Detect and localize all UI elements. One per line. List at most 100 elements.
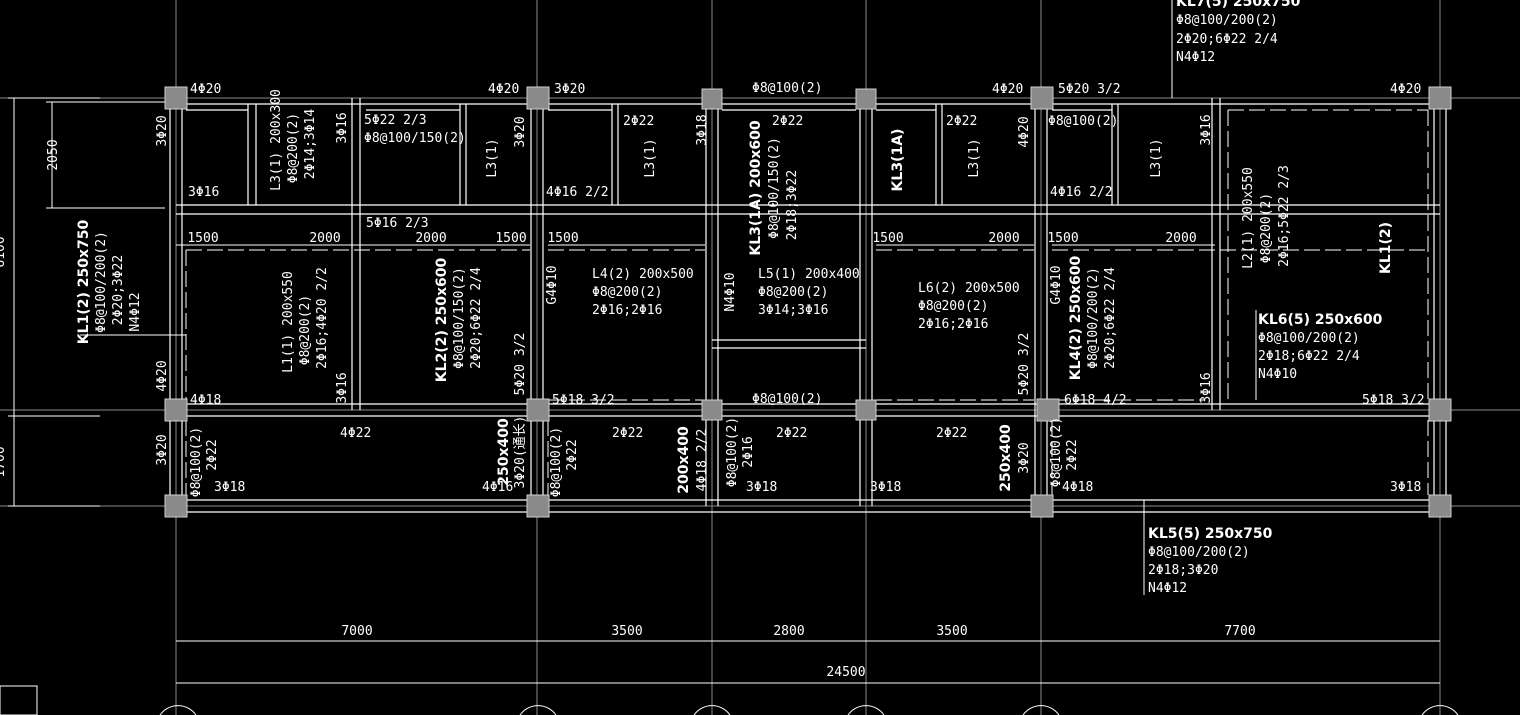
l4-rebar: 2Φ16;2Φ16: [592, 303, 662, 318]
kl1-waist: N4Φ12: [128, 292, 143, 331]
kl1-short-label: KL1(2): [1378, 222, 1394, 274]
rebar-5Φ20-b: 5Φ20 3/2: [1017, 333, 1032, 396]
rebar-4Φ18-b: 4Φ18: [1062, 480, 1093, 495]
l5-rebar: 3Φ14;3Φ16: [758, 303, 828, 318]
kl1-rebar: 2Φ20;3Φ22: [111, 255, 126, 325]
rebar-top-3: 3Φ20: [554, 82, 585, 97]
rebar-top-2: 4Φ20: [488, 82, 519, 97]
l3a-stirrup: Φ8@200(2): [286, 113, 301, 183]
rebar-stirrup-150: Φ8@100/150(2): [364, 131, 466, 146]
beam-250x400-b: 250x400: [998, 424, 1014, 492]
rebar-5Φ16: 5Φ16 2/3: [366, 216, 429, 231]
columns: [164, 86, 1452, 518]
kl6-waist: N4Φ10: [1258, 367, 1297, 382]
kl4-rebar: 2Φ20;6Φ22 2/4: [1103, 267, 1118, 369]
dim-bay-5: 7700: [1224, 624, 1255, 639]
l4-title: L4(2) 200x500: [592, 267, 694, 282]
rebar-3Φ20-b: 3Φ20: [513, 116, 528, 147]
l1-stirrup: Φ8@200(2): [298, 295, 313, 365]
rebar-2Φ16: 2Φ16: [741, 436, 756, 467]
l2-rebar: 2Φ16;5Φ22 2/3: [1277, 165, 1292, 267]
dim-bay-1: 7000: [341, 624, 372, 639]
dim-bay-4: 3500: [936, 624, 967, 639]
rebar-3Φ16-e: 3Φ16: [1199, 372, 1214, 403]
dim-sub-9: 2000: [1165, 231, 1196, 246]
kl5-stirrup: Φ8@100/200(2): [1148, 545, 1250, 560]
kl2-rebar: 2Φ20;6Φ22 2/4: [469, 267, 484, 369]
rebar-4Φ22: 4Φ22: [340, 426, 371, 441]
dim-sub-1: 1500: [187, 231, 218, 246]
rebar-N4Φ10: N4Φ10: [723, 272, 738, 311]
l1-rebar: 2Φ16;4Φ20 2/2: [315, 267, 330, 369]
rebar-2Φ22-d: 2Φ22: [612, 426, 643, 441]
dim-total: 24500: [826, 665, 865, 680]
l2-stirrup: Φ8@200(2): [1259, 193, 1274, 263]
rebar-3Φ16-d: 3Φ16: [335, 372, 350, 403]
rebar-2Φ22-e: 2Φ22: [776, 426, 807, 441]
rebar-top-1: 4Φ20: [190, 82, 221, 97]
dim-sub-4: 1500: [495, 231, 526, 246]
rebar-3Φ18-c: 3Φ18: [870, 480, 901, 495]
kl6-rebar: 2Φ18;6Φ22 2/4: [1258, 349, 1360, 364]
rebar-3Φ20-c: 3Φ20: [1017, 442, 1032, 473]
rebar-4Φ16-b: 4Φ16 2/2: [1050, 185, 1113, 200]
bottom-2Φ22-b: 2Φ22: [565, 439, 580, 470]
rebar-6Φ18: 6Φ18 4/2: [1064, 393, 1127, 408]
rebar-3Φ16-c: 3Φ16: [188, 185, 219, 200]
l3-label-1: L3(1): [485, 138, 500, 177]
bottom-stirrup-c: Φ8@100(2): [725, 417, 740, 487]
dim-sub-5: 1500: [547, 231, 578, 246]
dim-sub-3: 2000: [415, 231, 446, 246]
rebar-top-5: 4Φ20: [992, 82, 1023, 97]
rebar-5Φ18-a: 5Φ18 3/2: [552, 393, 615, 408]
rebar-3Φ16-b: 3Φ16: [1199, 114, 1214, 145]
kl3-short-label: KL3(1A): [890, 129, 906, 192]
rebar-3Φ16-a: 3Φ16: [335, 112, 350, 143]
rebar-3Φ18: 3Φ18: [695, 114, 710, 145]
l1-title: L1(1) 200x550: [281, 271, 296, 373]
kl7-rebar: 2Φ20;6Φ22 2/4: [1176, 32, 1278, 47]
kl3-vertical-title: KL3(1A) 200x600: [748, 120, 764, 255]
dim-bay-3: 2800: [773, 624, 804, 639]
kl7-stirrup: Φ8@100/200(2): [1176, 13, 1278, 28]
rebar-4Φ20-c: 4Φ20: [1017, 116, 1032, 147]
rebar-5Φ20-a: 5Φ20 3/2: [513, 333, 528, 396]
rebar-G4Φ10-b: G4Φ10: [1049, 265, 1064, 304]
dim-sub-6: 1500: [872, 231, 903, 246]
kl1-stirrup: Φ8@100/200(2): [94, 231, 109, 333]
dim-bay-2: 3500: [611, 624, 642, 639]
l2-title: L2(1) 200x550: [1241, 167, 1256, 269]
rebar-stirrup-100-c: Φ8@100(2): [752, 392, 822, 407]
rebar-3Φ18-d: 3Φ18: [1390, 480, 1421, 495]
kl5-waist: N4Φ12: [1148, 581, 1187, 596]
kl1-title: KL1(2) 250x750: [76, 220, 92, 345]
l5-title: L5(1) 200x400: [758, 267, 860, 282]
rebar-stirrup-100-b: Φ8@100(2): [1048, 114, 1118, 129]
dim-sub-2: 2000: [309, 231, 340, 246]
kl2-title: KL2(2) 250x600: [434, 258, 450, 383]
rebar-3Φ18-b: 3Φ18: [746, 480, 777, 495]
rebar-3Φ18-a: 3Φ18: [214, 480, 245, 495]
l3-label-3: L3(1): [967, 138, 982, 177]
l5-stirrup: Φ8@200(2): [758, 285, 828, 300]
dim-2050: 2050: [46, 139, 61, 170]
rebar-4Φ16-a: 4Φ16 2/2: [546, 185, 609, 200]
dim-sub-8: 1500: [1047, 231, 1078, 246]
rebar-3Φ20-long: 3Φ20(通长): [513, 416, 528, 489]
rebar-2Φ22-b: 2Φ22: [772, 114, 803, 129]
rebar-G4Φ10-a: G4Φ10: [545, 265, 560, 304]
kl4-stirrup: Φ8@100/200(2): [1086, 267, 1101, 369]
kl3-vertical-rebar: 2Φ18;3Φ22: [785, 170, 800, 240]
beam-outlines: [169, 98, 1447, 513]
rebar-left-3Φ20: 3Φ20: [155, 115, 170, 146]
kl3-vertical-stirrup: Φ8@100/150(2): [767, 137, 782, 239]
dimension-lines: [0, 0, 1459, 715]
l3a-title: L3(1) 200x300: [269, 89, 284, 191]
rebar-4Φ16: 4Φ16: [482, 480, 513, 495]
beam-250x400-a: 250x400: [496, 418, 512, 486]
l3a-rebar: 2Φ14;3Φ14: [303, 109, 318, 180]
bottom-stirrup-a: Φ8@100(2): [189, 427, 204, 497]
rebar-5Φ22: 5Φ22 2/3: [364, 113, 427, 128]
